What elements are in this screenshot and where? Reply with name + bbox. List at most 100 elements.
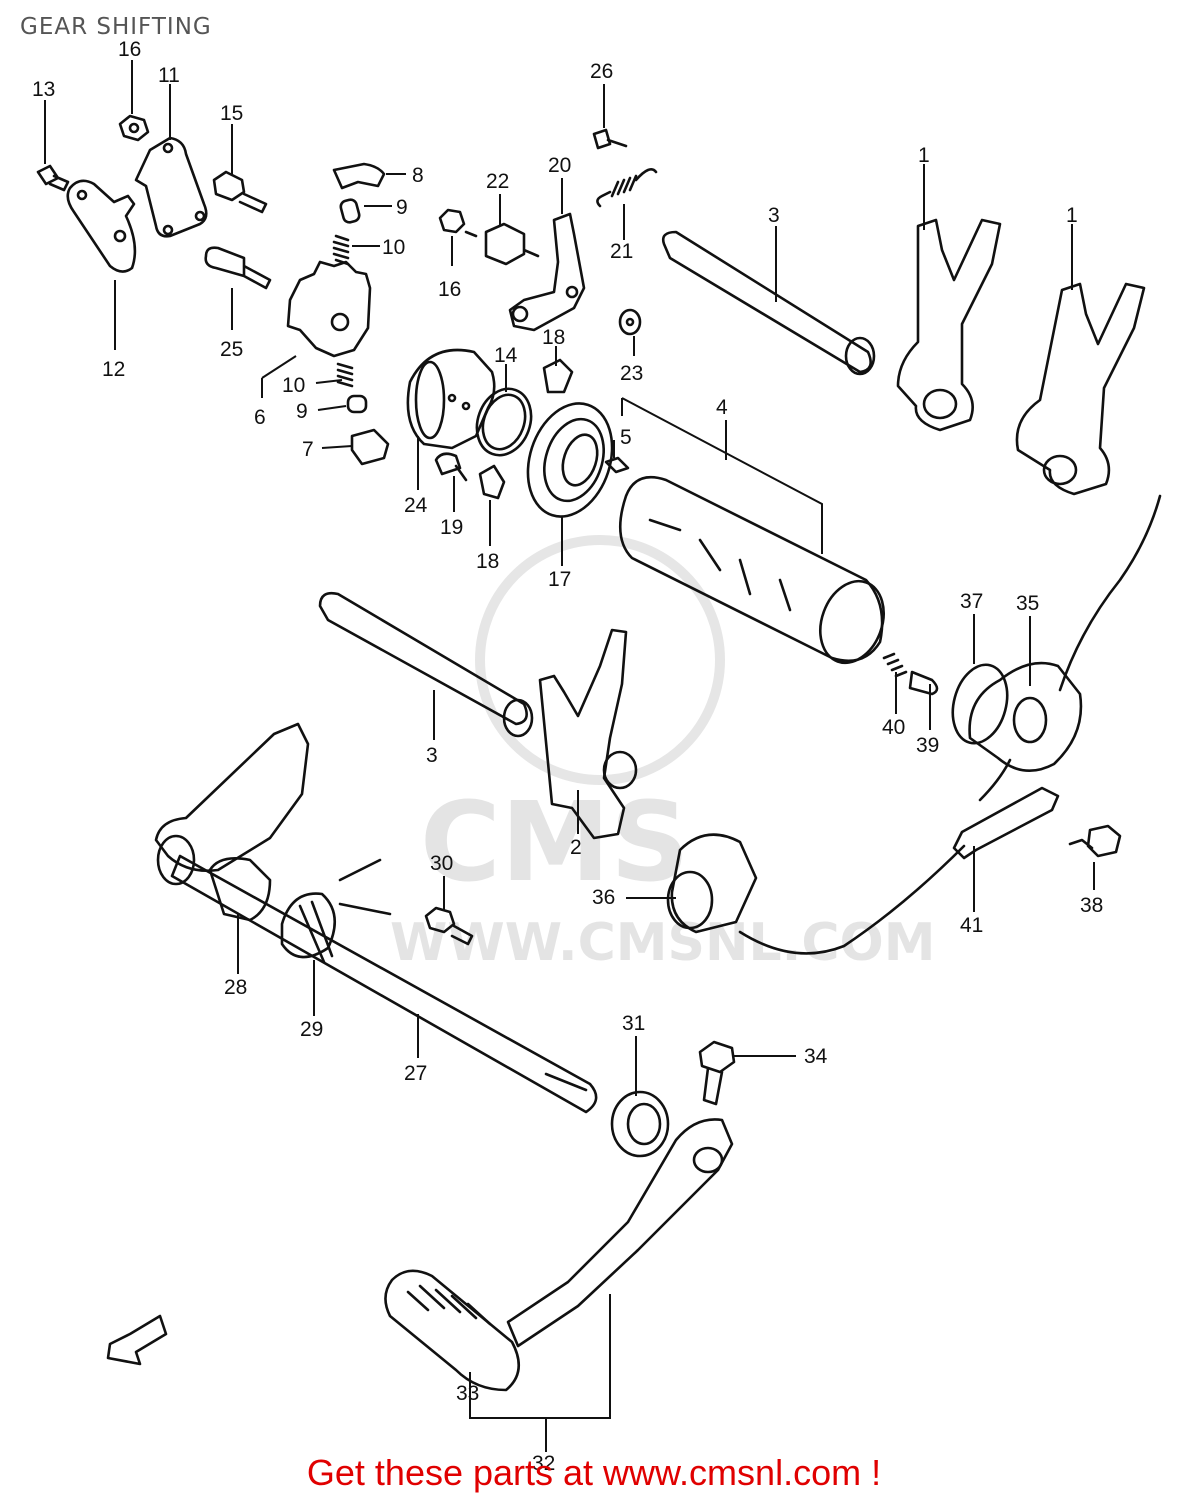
callout-6: 6: [254, 406, 266, 429]
part-4-shift-drum: [618, 475, 885, 665]
callout-28: 28: [224, 976, 247, 999]
part-36-rubber-boot: [666, 833, 758, 934]
part-9-pin-top: [339, 198, 361, 224]
callout-24: 24: [404, 494, 428, 517]
cms-watermark: CMS WWW.CMSNL.COM: [390, 535, 935, 973]
part-16-nut: [118, 114, 150, 142]
part-23-washer: [618, 308, 642, 336]
callout-40: 40: [882, 716, 905, 739]
part-28-shift-arm: [154, 722, 310, 922]
forward-arrow-icon: [106, 1314, 168, 1366]
callout-4: 4: [716, 396, 728, 419]
part-32-gearshift-lever: [506, 1118, 734, 1348]
part-15-stud: [212, 170, 268, 214]
callout-23: 23: [620, 362, 643, 385]
callout-1-upper: 1: [918, 144, 930, 167]
part-39-pin: [908, 670, 939, 696]
part-7-pawl: [350, 428, 390, 466]
part-5-pin: [604, 456, 630, 474]
callout-11: 11: [158, 64, 180, 87]
callout-20: 20: [548, 154, 571, 177]
callout-37: 37: [960, 590, 983, 613]
part-3-shaft-lower: [318, 591, 534, 738]
callout-9-lower: 9: [296, 400, 308, 423]
footer-link-text[interactable]: Get these parts at www.cmsnl.com !: [306, 1452, 882, 1493]
callout-7: 7: [302, 438, 314, 461]
watermark-logo: [475, 535, 725, 785]
callout-21: 21: [610, 240, 633, 263]
callout-2: 2: [570, 836, 582, 859]
callout-15: 15: [220, 102, 243, 125]
leader-lines: [44, 60, 1095, 1452]
callout-8: 8: [412, 164, 424, 187]
part-25-pin-bolt: [204, 246, 272, 290]
callout-36: 36: [592, 886, 615, 909]
callout-13: 13: [32, 78, 55, 101]
callout-3-upper: 3: [768, 204, 780, 227]
part-8-pawl: [332, 162, 386, 190]
part-9-pin-lower: [346, 394, 368, 414]
callout-14: 14: [494, 344, 518, 367]
part-16-nut-center: [438, 208, 466, 234]
parts: [36, 114, 1162, 1392]
part-40-spring: [882, 652, 908, 678]
part-27-shift-shaft: [170, 854, 598, 1114]
callout-10-lower: 10: [282, 374, 305, 397]
part-33-lever-rubber: [384, 1269, 520, 1392]
callout-10-top: 10: [382, 236, 405, 259]
callout-labels: 13 16 11 15 12 25 8 9 10 6 10 9 7 16 22 …: [32, 38, 1103, 1475]
part-18-clip-lower: [478, 464, 506, 500]
part-1-fork-lower: [1015, 282, 1146, 496]
part-19-screw: [434, 452, 468, 482]
callout-31: 31: [622, 1012, 645, 1035]
part-24-gearshift-cam: [406, 348, 496, 450]
part-3-shaft-upper: [661, 230, 876, 376]
callout-16-center: 16: [438, 278, 461, 301]
part-20-arm: [508, 212, 586, 332]
part-29-return-spring: [280, 858, 392, 964]
callout-33: 33: [456, 1382, 479, 1405]
part-31-oil-seal: [610, 1090, 670, 1158]
watermark-url: WWW.CMSNL.COM: [390, 913, 935, 973]
callout-9-top: 9: [396, 196, 408, 219]
callout-41: 41: [960, 914, 983, 937]
callout-18-upper: 18: [542, 326, 565, 349]
part-30-bolt: [424, 906, 474, 946]
part-14-stopper-ring: [475, 387, 533, 457]
callout-3-lower: 3: [426, 744, 438, 767]
part-41-wire-clamp: [738, 758, 1060, 955]
callout-22: 22: [486, 170, 509, 193]
callout-16-top: 16: [118, 38, 141, 61]
part-21-spring: [596, 168, 658, 208]
part-35-neutral-switch: [968, 494, 1162, 773]
part-11-plate: [134, 136, 208, 238]
callout-38: 38: [1080, 894, 1103, 917]
callout-29: 29: [300, 1018, 323, 1041]
callout-27: 27: [404, 1062, 427, 1085]
part-10-spring-lower: [336, 362, 354, 388]
callout-17: 17: [548, 568, 571, 591]
callout-39: 39: [916, 734, 939, 757]
callout-26: 26: [590, 60, 613, 83]
callout-30: 30: [430, 852, 453, 875]
part-38-bolt: [1068, 824, 1122, 858]
callout-18-lower: 18: [476, 550, 499, 573]
part-12-stopper-plate: [66, 179, 137, 273]
callout-5: 5: [620, 426, 632, 449]
watermark-brand: CMS: [420, 778, 689, 906]
callout-34: 34: [804, 1045, 828, 1068]
callout-35: 35: [1016, 592, 1039, 615]
part-17-bearing: [526, 402, 614, 518]
part-22-stud: [464, 222, 540, 266]
part-34-bolt: [698, 1040, 736, 1106]
callout-25: 25: [220, 338, 243, 361]
part-37-o-ring: [951, 663, 1009, 745]
callout-19: 19: [440, 516, 463, 539]
part-13-bolt: [36, 164, 70, 192]
callout-1-lower: 1: [1066, 204, 1078, 227]
part-2-fork-center: [538, 628, 638, 840]
part-26-screw: [592, 128, 628, 150]
part-18-clip-upper: [542, 358, 574, 394]
diagram-title: GEAR SHIFTING: [20, 14, 212, 40]
part-6-cam-gear: [286, 260, 372, 358]
